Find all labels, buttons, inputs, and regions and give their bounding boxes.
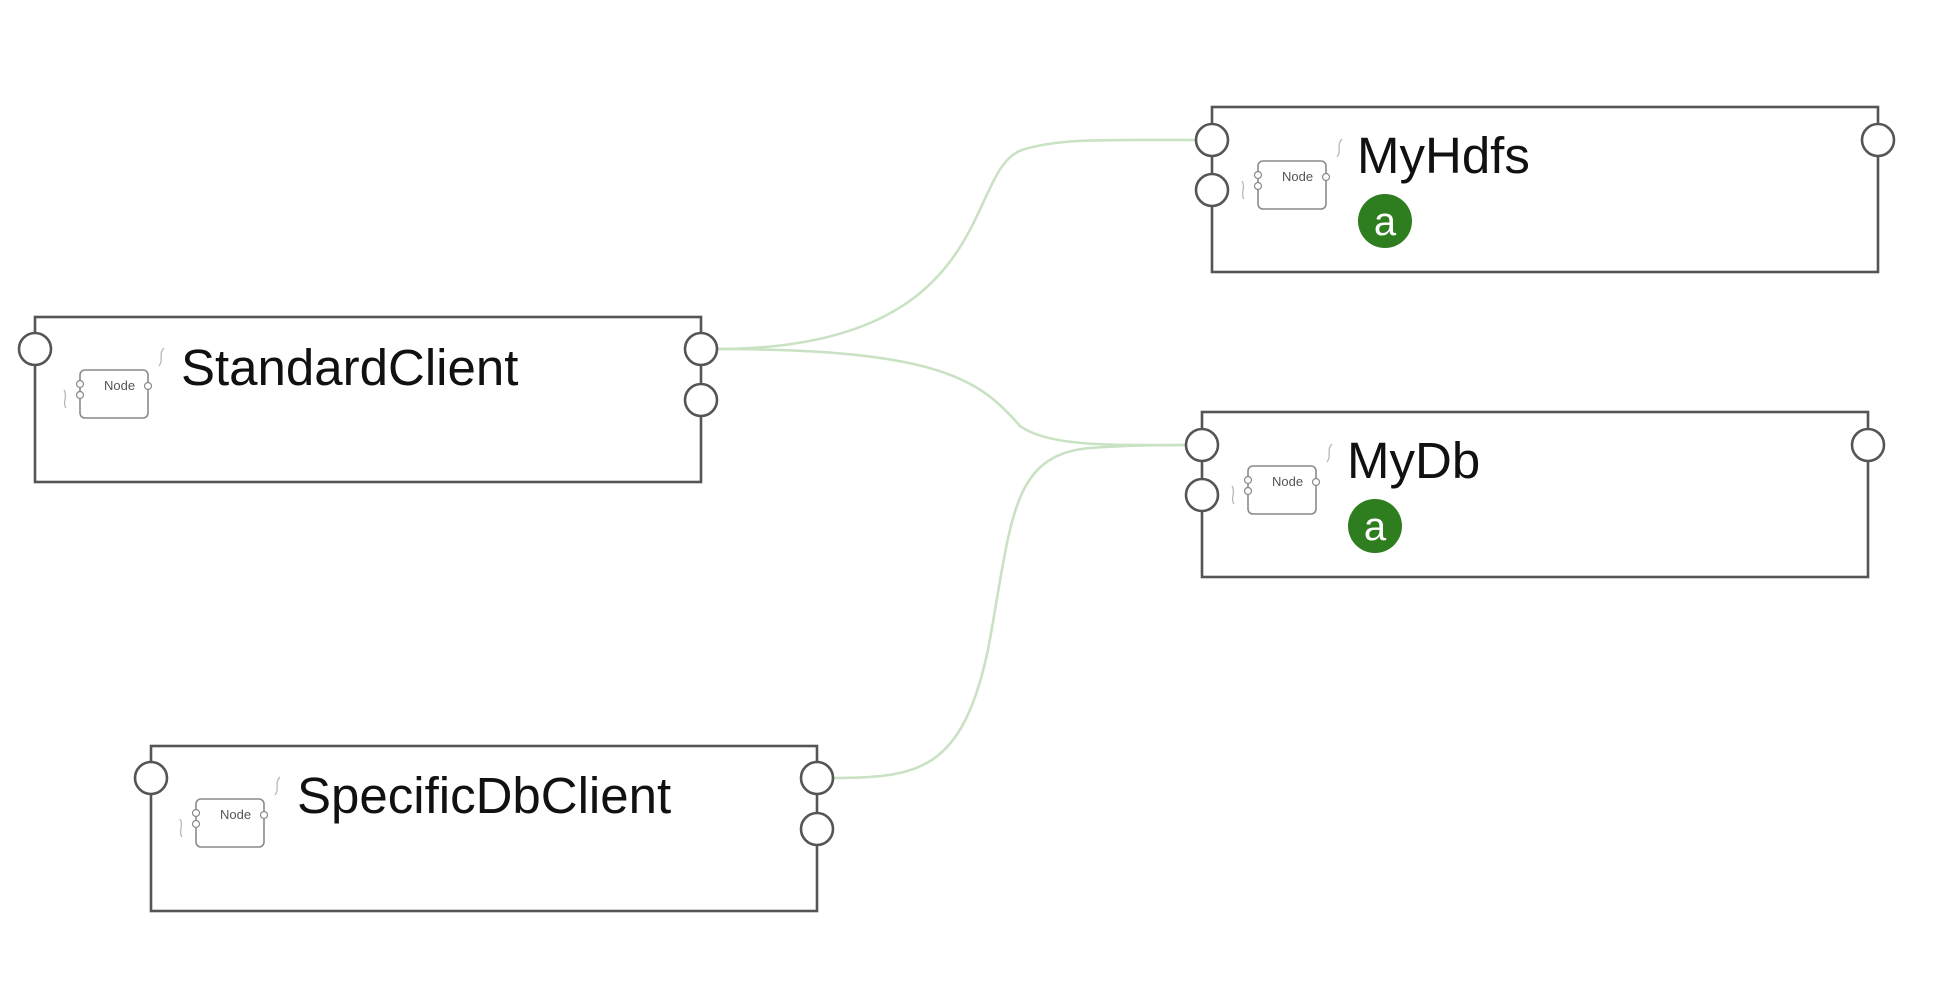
output-port[interactable] [683,331,719,367]
node-icon: Node [1241,138,1343,210]
edge-specificdbclient-mydb[interactable] [831,443,1203,780]
output-port[interactable] [1860,122,1896,158]
input-port[interactable] [17,331,53,367]
input-port-secondary[interactable] [1184,477,1220,513]
node-icon-label: Node [220,807,251,822]
input-port-secondary[interactable] [1194,172,1230,208]
node-icon: Node [63,347,165,419]
node-standard-client[interactable]: Node StandardClient [17,315,719,484]
node-my-hdfs[interactable]: Node MyHdfs a [1194,105,1896,274]
output-port-secondary[interactable] [683,382,719,418]
status-badge: a [1348,499,1402,553]
edges [715,138,1213,780]
output-port[interactable] [799,760,835,796]
input-port[interactable] [1184,427,1220,463]
node-title: MyDb [1347,432,1480,489]
status-badge-letter: a [1364,505,1387,549]
node-title: MyHdfs [1357,127,1530,184]
node-icon-label: Node [1282,169,1313,184]
input-port[interactable] [1194,122,1230,158]
edge-standardclient-myhdfs[interactable] [715,138,1213,351]
node-icon-label: Node [104,378,135,393]
node-icon-label: Node [1272,474,1303,489]
output-port-secondary[interactable] [799,811,835,847]
node-icon: Node [179,776,281,848]
node-specific-db-client[interactable]: Node SpecificDbClient [133,744,835,913]
status-badge: a [1358,194,1412,248]
edge-standardclient-mydb[interactable] [715,347,1203,447]
node-my-db[interactable]: Node MyDb a [1184,410,1886,579]
node-icon: Node [1231,443,1333,515]
output-port[interactable] [1850,427,1886,463]
input-port[interactable] [133,760,169,796]
status-badge-letter: a [1374,200,1397,244]
node-title: StandardClient [181,339,518,396]
node-title: SpecificDbClient [297,767,671,824]
